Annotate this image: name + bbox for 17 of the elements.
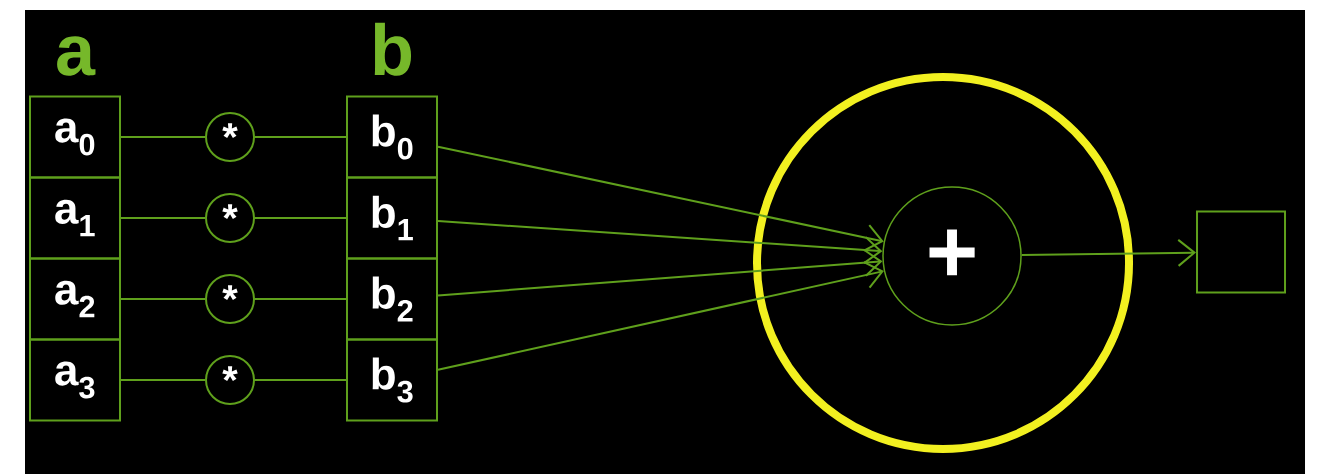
arrow: [1020, 238, 1196, 267]
column-heading: a: [57, 36, 96, 76]
element-box: a$_{0}$: [29, 95, 121, 179]
arrow: [437, 248, 883, 297]
element-box: b$_{3}$: [346, 338, 438, 422]
element-box: a$_{2}$: [29, 257, 121, 341]
arrow: [437, 261, 884, 371]
arrow: [437, 220, 883, 265]
element-box: b$_{2}$: [346, 257, 438, 341]
output-box: [1196, 210, 1286, 294]
highlight-ring: [753, 73, 1133, 453]
element-box: b$_{0}$: [346, 95, 438, 179]
element-box: b$_{1}$: [346, 176, 438, 260]
arrow: [437, 145, 884, 252]
element-box: a$_{1}$: [29, 176, 121, 260]
element-box: a$_{3}$: [29, 338, 121, 422]
column-heading: b: [374, 22, 412, 76]
